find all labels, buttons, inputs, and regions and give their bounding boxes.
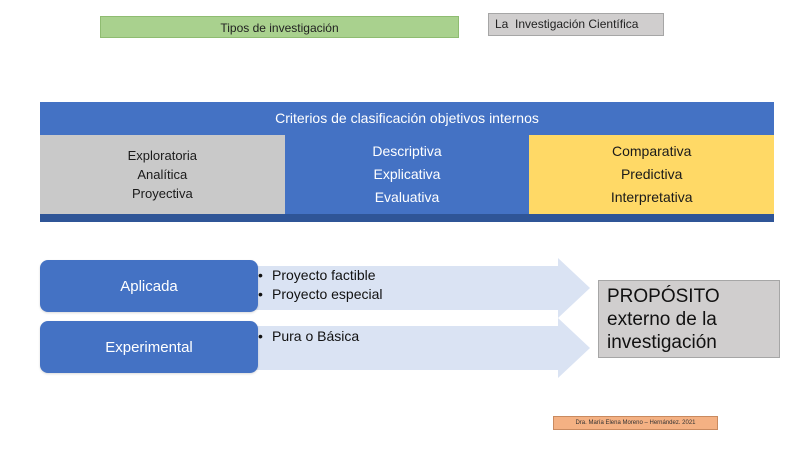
criteria-item: Exploratoria (127, 148, 198, 163)
purpose-line: investigación (607, 332, 717, 353)
science-title-box: La Investigación Científica (488, 13, 664, 36)
criteria-item: Evaluativa (374, 189, 440, 205)
bullet-item: • Pura o Básica (258, 327, 359, 346)
types-title-box: Tipos de investigación (100, 16, 459, 38)
criteria-item: Proyectiva (131, 186, 193, 201)
author-credit: Dra. María Elena Moreno – Hernández. 202… (553, 416, 718, 430)
bullet-text: Proyecto especial (272, 286, 383, 302)
bullet-dot: • (258, 286, 263, 302)
type-experimental: Experimental (40, 321, 258, 373)
criteria-column-yellow: Comparativa Predictiva Interpretativa (529, 135, 775, 214)
type-aplicada: Aplicada (40, 260, 258, 312)
bullet-text: Proyecto factible (272, 267, 376, 283)
criteria-item: Descriptiva (372, 143, 442, 159)
criteria-column-blue: Descriptiva Explicativa Evaluativa (284, 135, 530, 214)
bullet-text: Pura o Básica (272, 328, 360, 344)
criteria-heading: Criterios de clasificación objetivos int… (40, 102, 774, 135)
bullet-dot: • (258, 267, 263, 283)
experimental-bullets: • Pura o Básica (258, 327, 359, 346)
criteria-column-gray: Exploratoria Analítica Proyectiva (40, 135, 285, 214)
purpose-line: externo de la (607, 309, 717, 330)
criteria-item: Predictiva (620, 166, 683, 182)
criteria-item: Interpretativa (610, 189, 693, 205)
bullet-item: • Proyecto especial (258, 285, 383, 304)
criteria-item: Comparativa (611, 143, 692, 159)
criteria-footer-bar (40, 214, 774, 222)
aplicada-bullets: • Proyecto factible • Proyecto especial (258, 266, 383, 304)
arrow-experimental (240, 318, 590, 378)
arrow-aplicada (240, 258, 590, 318)
bullet-dot: • (258, 328, 263, 344)
criteria-columns: Exploratoria Analítica Proyectiva Descri… (40, 135, 775, 214)
purpose-box: PROPÓSITO externo de la investigación (598, 280, 780, 358)
purpose-line: PROPÓSITO (607, 286, 720, 307)
criteria-item: Explicativa (373, 166, 441, 182)
criteria-item: Analítica (137, 167, 188, 182)
bullet-item: • Proyecto factible (258, 266, 383, 285)
